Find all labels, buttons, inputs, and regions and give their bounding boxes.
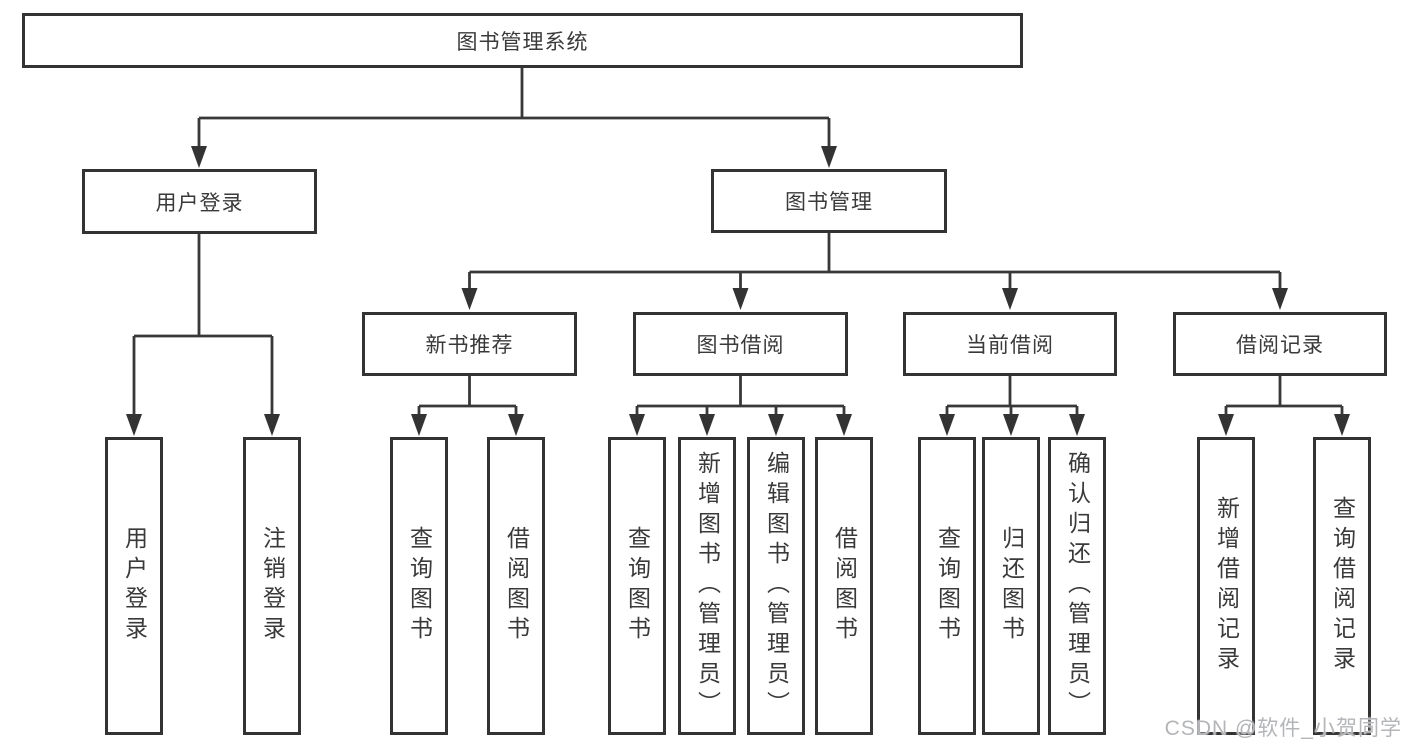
node-label: 当前借阅 [966,334,1054,357]
leaf-borrow-books-recommend: 借阅图书 [487,437,545,735]
node-label: 查询借阅记录 [1329,496,1356,676]
node-label: 借阅记录 [1236,334,1324,357]
node-label: 查询图书 [934,526,961,646]
node-label: 用户登录 [121,526,148,646]
node-current-borrow: 当前借阅 [903,312,1117,376]
node-new-book-recommend: 新书推荐 [362,312,577,376]
node-label: 查询图书 [624,526,651,646]
node-label: 图书借阅 [696,334,785,357]
node-library-management-system: 图书管理系统 [22,13,1023,68]
leaf-query-books-current: 查询图书 [918,437,976,735]
leaf-query-borrow-record: 查询借阅记录 [1313,437,1371,735]
node-label: 图书管理 [785,191,873,214]
leaf-borrow-books: 借阅图书 [815,437,873,735]
node-label: 借阅图书 [831,526,858,646]
node-label: 确认归还（管理员） [1064,451,1091,721]
node-book-borrow: 图书借阅 [633,312,848,376]
csdn-watermark: CSDN @软件_小贺同学 [1164,717,1402,740]
node-label: 新增借阅记录 [1213,496,1240,676]
node-book-management: 图书管理 [711,169,947,233]
leaf-add-borrow-record: 新增借阅记录 [1197,437,1255,735]
leaf-return-books: 归还图书 [982,437,1040,735]
leaf-query-books-borrow: 查询图书 [608,437,666,735]
node-label: 新书推荐 [425,334,514,357]
leaf-add-books-admin: 新增图书（管理员） [678,437,736,735]
node-label: 归还图书 [998,526,1025,646]
node-user-login: 用户登录 [82,169,317,234]
node-label: 新增图书（管理员） [694,451,721,721]
leaf-logout: 注销登录 [243,437,301,735]
node-label: 编辑图书（管理员） [763,451,790,721]
leaf-user-login: 用户登录 [105,437,163,735]
leaf-confirm-return-admin: 确认归还（管理员） [1048,437,1106,735]
node-label: 图书管理系统 [456,30,589,54]
leaf-edit-books-admin: 编辑图书（管理员） [747,437,805,735]
node-label: 查询图书 [406,526,433,646]
node-label: 用户登录 [155,191,244,215]
node-label: 注销登录 [259,526,286,646]
leaf-query-books-recommend: 查询图书 [390,437,448,735]
node-label: 借阅图书 [503,526,530,646]
node-borrow-records: 借阅记录 [1173,312,1387,376]
